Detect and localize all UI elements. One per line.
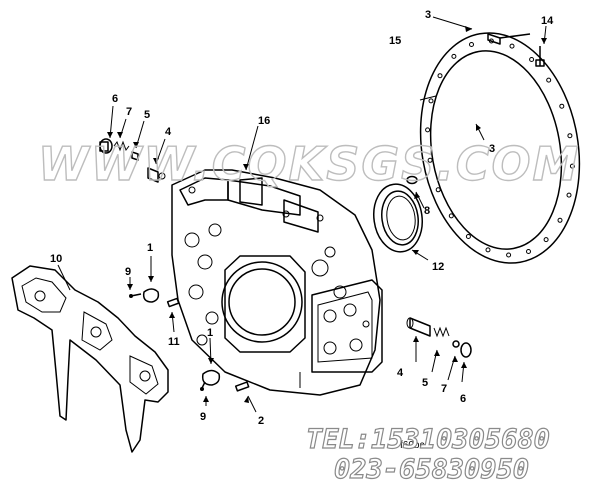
rear-oil-seal: [373, 183, 423, 253]
pin-11: [166, 297, 180, 308]
plug-1-upper: [142, 288, 160, 303]
callout-16: 16: [258, 115, 270, 127]
plunger-4-top: [147, 167, 166, 183]
front-cover-gasket: [11, 265, 169, 453]
gasket-bolt-hole: [448, 213, 454, 219]
gasket-bolt-hole: [425, 127, 431, 133]
gasket-bolt-hole: [428, 98, 434, 104]
callout-5-top: 5: [144, 109, 150, 121]
callout-4-right: 4: [397, 367, 404, 379]
leader-lines: [57, 16, 547, 413]
callout-2: 2: [258, 415, 264, 427]
gasket-bolt-hole: [469, 42, 474, 47]
gasket-bolt-hole: [427, 157, 433, 163]
flywheel-housing-gasket: [419, 32, 581, 264]
callout-9-lower: 9: [200, 411, 206, 423]
contact-phone: 023-65830950: [334, 454, 529, 485]
gasket-bolt-hole: [569, 163, 575, 169]
gasket-bolt-hole: [465, 234, 471, 239]
pin-2: [234, 381, 250, 392]
gasket-bolt-hole: [435, 187, 441, 193]
screw-9-lower: [200, 381, 206, 391]
cap-6-right: [460, 342, 472, 358]
gasket-bolt-hole: [559, 103, 565, 109]
callout-12: 12: [432, 261, 444, 273]
watermark-text: WWW.CQKSGS.COM: [38, 137, 580, 191]
callout-3-top: 3: [425, 9, 431, 21]
callout-7-top: 7: [126, 106, 132, 118]
contact-tel: TEL:15310305680: [306, 424, 550, 455]
gasket-bolt-hole: [506, 252, 512, 258]
spring-7-top: [113, 140, 130, 152]
callout-8: 8: [424, 205, 430, 217]
gasket-bolt-hole: [526, 249, 531, 254]
valve-5-top: [131, 151, 139, 161]
gasket-bolt-hole: [546, 77, 552, 83]
plunger-4-right: [406, 317, 431, 337]
callout-1-upper: 1: [147, 242, 153, 254]
valve-5-right: [433, 326, 450, 338]
gasket-bolt-hole: [557, 217, 563, 223]
screw-9-upper: [129, 293, 142, 298]
arrowheads: [107, 26, 547, 403]
callout-11: 11: [168, 336, 180, 348]
callout-labels: 6 7 5 4 16 3 14 15 3 8 12 10 1 9 11 1 9 …: [50, 9, 554, 427]
drawing-code: f60bco: [400, 440, 430, 451]
callout-9-upper: 9: [125, 266, 131, 278]
gasket-bolt-hole: [529, 57, 535, 62]
gasket-bolt-hole: [451, 53, 457, 59]
callout-6-right: 6: [460, 393, 466, 405]
dowel-ring: [406, 175, 418, 185]
callout-14: 14: [541, 15, 554, 27]
gasket-bolt-hole: [543, 237, 549, 243]
callout-6-top: 6: [112, 93, 118, 105]
cap-6-top: [99, 138, 113, 154]
callout-10: 10: [50, 253, 62, 265]
gasket-bolt-hole: [485, 247, 491, 253]
gasket-bolt-hole: [437, 73, 443, 79]
bolt-3: [487, 33, 531, 45]
callout-7-right: 7: [441, 383, 447, 395]
callout-1-lower: 1: [207, 327, 213, 339]
bolt-14: [535, 46, 545, 67]
callout-15: 15: [389, 35, 401, 47]
gasket-bolt-hole: [566, 192, 572, 198]
callout-3-gasket: 3: [489, 143, 495, 155]
callout-5-right: 5: [422, 377, 428, 389]
flywheel-housing: [171, 169, 383, 396]
gasket-bolt-hole: [509, 43, 515, 49]
gasket-bolt-hole: [567, 133, 573, 139]
spring-7-right: [452, 340, 460, 348]
callout-4-top: 4: [165, 126, 172, 138]
